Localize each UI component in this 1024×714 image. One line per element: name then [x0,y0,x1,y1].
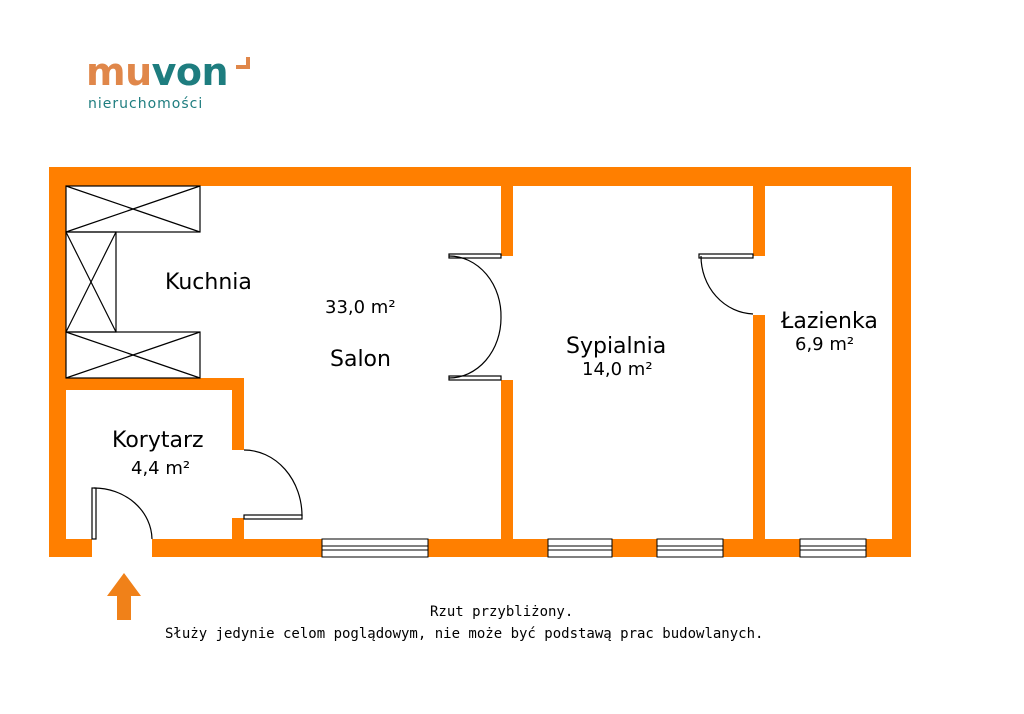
disclaimer-line-2: Służy jedynie celom poglądowym, nie może… [165,626,764,642]
window [799,538,867,558]
double-door-salon-sypialnia [448,253,502,381]
wall-top [49,167,911,186]
wall-korytarz-top [66,378,244,390]
wall-sypialnia-lazienka-top [753,186,765,256]
doors [91,253,754,540]
wall-korytarz-right-top [232,378,244,450]
logo-corner-mark-icon [236,57,250,69]
wall-right [892,167,911,557]
windows [321,538,867,558]
wall-salon-sypialnia-top [501,186,513,256]
wall-bottom-right [152,539,911,557]
wall-left [49,167,66,557]
door-korytarz-salon [243,449,303,520]
entrance-door [91,487,153,540]
disclaimer-line-1: Rzut przybliżony. [430,604,574,620]
room-label-salon: Salon [330,347,391,372]
door-sypialnia-lazienka [698,253,754,315]
up-arrow-icon [107,573,141,620]
logo-wordmark: muvon [86,50,229,94]
wall-sypialnia-lazienka-bottom [753,315,765,539]
room-area-lazienka: 6,9 m² [795,334,855,355]
walls [49,167,911,557]
wall-bottom-left [49,539,92,557]
wall-salon-sypialnia-bottom [501,380,513,539]
window [547,538,613,558]
room-label-lazienka: Łazienka [781,309,878,334]
room-area-salon: 33,0 m² [325,297,396,318]
wall-korytarz-right-bottom [232,518,244,539]
cabinet-bottom [65,331,201,379]
room-area-korytarz: 4,4 m² [131,458,191,479]
room-area-sypialnia: 14,0 m² [582,359,653,380]
room-label-korytarz: Korytarz [112,428,204,453]
window [321,538,429,558]
room-label-sypialnia: Sypialnia [566,334,667,359]
kitchen-cabinets [65,185,201,379]
cabinet-left [65,231,117,333]
window [656,538,724,558]
logo-tagline: nieruchomości [88,96,204,112]
cabinet-top [65,185,201,233]
room-label-kuchnia: Kuchnia [165,270,252,295]
